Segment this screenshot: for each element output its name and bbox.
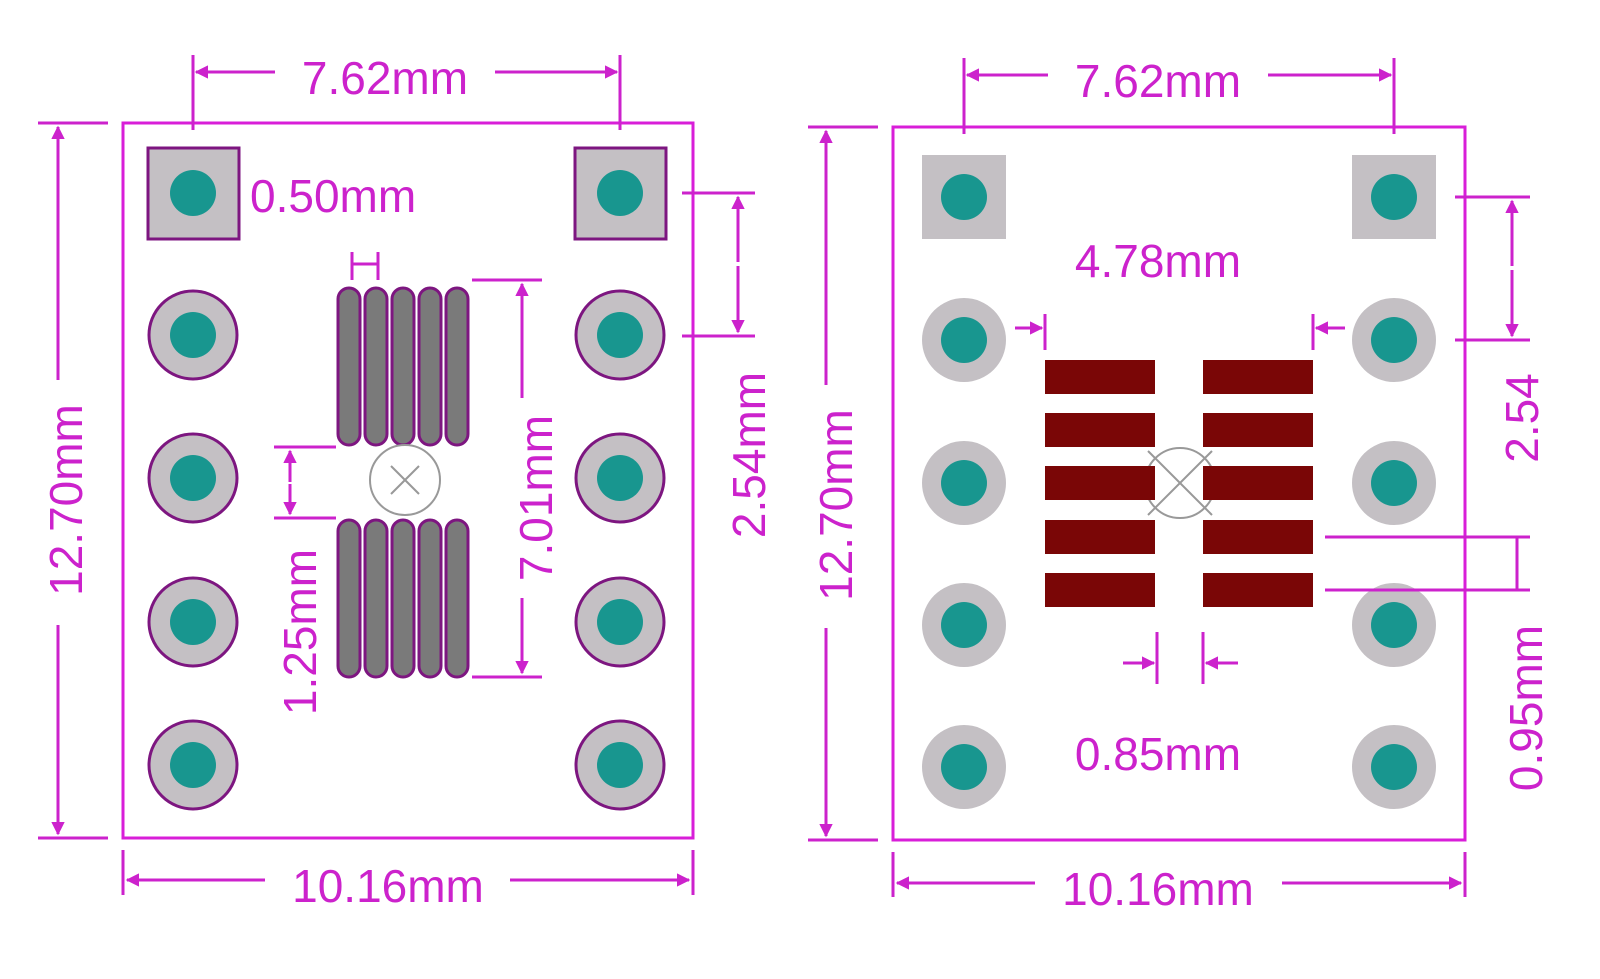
right-pad-gap-label: 0.85mm bbox=[1075, 728, 1241, 780]
right-round-pad-hole bbox=[1371, 460, 1417, 506]
left-round-pad-hole bbox=[597, 455, 643, 501]
left-dim-height: 12.70mm bbox=[38, 121, 108, 840]
right-round-pad-hole bbox=[1371, 602, 1417, 648]
left-round-pad-hole bbox=[597, 599, 643, 645]
left-square-pad-2-hole bbox=[597, 170, 643, 216]
left-dim-fine-pitch bbox=[350, 252, 380, 280]
right-round-pad-hole bbox=[1371, 744, 1417, 790]
right-board: 7.62mm 4.78mm 12.70mm 2.54 bbox=[808, 55, 1552, 915]
left-smd-pad bbox=[390, 286, 416, 447]
right-round-pad-hole bbox=[941, 317, 987, 363]
right-width-label: 10.16mm bbox=[1062, 863, 1254, 915]
left-center-mark bbox=[369, 444, 441, 516]
left-smd-pad bbox=[336, 286, 362, 447]
left-smd-pad bbox=[417, 286, 443, 447]
left-smd-pad bbox=[363, 518, 389, 679]
right-height-label: 12.70mm bbox=[810, 409, 862, 601]
left-smd-pad bbox=[444, 286, 470, 447]
left-square-pad-1-hole bbox=[170, 170, 216, 216]
left-round-pad-hole bbox=[170, 742, 216, 788]
left-smd-pad bbox=[444, 518, 470, 679]
left-dim-top: 7.62mm bbox=[191, 52, 622, 130]
right-dim-height: 12.70mm bbox=[808, 125, 878, 842]
left-smd-pad bbox=[390, 518, 416, 679]
right-smd-pads-right bbox=[1203, 360, 1313, 607]
left-pad-size-label: 0.50mm bbox=[250, 170, 416, 222]
right-top-dimension-label: 7.62mm bbox=[1075, 55, 1241, 107]
right-board-outline bbox=[891, 125, 1467, 842]
right-dim-top: 7.62mm bbox=[962, 55, 1396, 134]
right-smd-pads-left bbox=[1045, 360, 1155, 607]
right-pitch-label: 2.54 bbox=[1496, 373, 1548, 463]
left-dim-pitch: 2.54mm bbox=[682, 191, 775, 538]
left-round-pad-hole bbox=[170, 599, 216, 645]
right-round-pad-hole bbox=[941, 602, 987, 648]
left-square-pad-1 bbox=[146, 146, 241, 241]
left-round-pads bbox=[147, 289, 666, 811]
right-round-pad-hole bbox=[941, 744, 987, 790]
right-dim-width: 10.16mm bbox=[891, 852, 1467, 915]
right-smd-pad bbox=[1045, 413, 1155, 447]
right-square-pad-2-hole bbox=[1371, 174, 1417, 220]
right-dim-pitch: 2.54 bbox=[1455, 195, 1548, 463]
right-gap-width-label: 4.78mm bbox=[1075, 235, 1241, 287]
left-round-pad-hole bbox=[170, 312, 216, 358]
left-pitch-label: 2.54mm bbox=[723, 372, 775, 538]
left-row-gap-label: 1.25mm bbox=[274, 549, 326, 715]
right-round-pad-hole bbox=[1371, 317, 1417, 363]
right-round-pad-hole bbox=[941, 460, 987, 506]
left-dim-row-gap: 1.25mm bbox=[274, 445, 336, 715]
left-round-pad-hole bbox=[597, 742, 643, 788]
right-smd-pad bbox=[1203, 573, 1313, 607]
left-round-pad-hole bbox=[597, 312, 643, 358]
right-dim-pad-gap: 0.85mm bbox=[1075, 632, 1241, 780]
right-square-pad-1-hole bbox=[941, 174, 987, 220]
right-smd-pad bbox=[1203, 466, 1313, 500]
right-round-pads bbox=[922, 298, 1436, 809]
left-span-label: 7.01mm bbox=[510, 415, 562, 581]
right-smd-pad bbox=[1045, 466, 1155, 500]
left-smd-pad bbox=[336, 518, 362, 679]
left-smd-pad bbox=[417, 518, 443, 679]
right-smd-pad bbox=[1203, 413, 1313, 447]
left-width-label: 10.16mm bbox=[292, 860, 484, 912]
right-dim-pad-pitch: 0.95mm bbox=[1325, 535, 1552, 791]
right-center-cross bbox=[1147, 450, 1213, 516]
left-smd-pads-top bbox=[336, 286, 470, 447]
left-dim-width: 10.16mm bbox=[121, 850, 695, 912]
left-center-cross bbox=[390, 465, 420, 495]
right-smd-pad bbox=[1203, 520, 1313, 554]
left-smd-pad bbox=[363, 286, 389, 447]
right-pad-pitch-label: 0.95mm bbox=[1500, 625, 1552, 791]
left-height-label: 12.70mm bbox=[40, 404, 92, 596]
right-smd-pad bbox=[1045, 520, 1155, 554]
left-round-pad-hole bbox=[170, 455, 216, 501]
right-dim-gap-width: 4.78mm bbox=[1015, 235, 1345, 350]
left-board: 7.62mm 0.50mm 12.70mm 2.54mm bbox=[38, 52, 775, 912]
right-smd-pad bbox=[1203, 360, 1313, 394]
left-board-outline bbox=[121, 121, 695, 840]
right-smd-pad bbox=[1045, 360, 1155, 394]
left-dim-span: 7.01mm bbox=[472, 278, 562, 679]
left-top-dimension-label: 7.62mm bbox=[302, 52, 468, 104]
left-smd-pads-bottom bbox=[336, 518, 470, 679]
right-smd-pad bbox=[1045, 573, 1155, 607]
